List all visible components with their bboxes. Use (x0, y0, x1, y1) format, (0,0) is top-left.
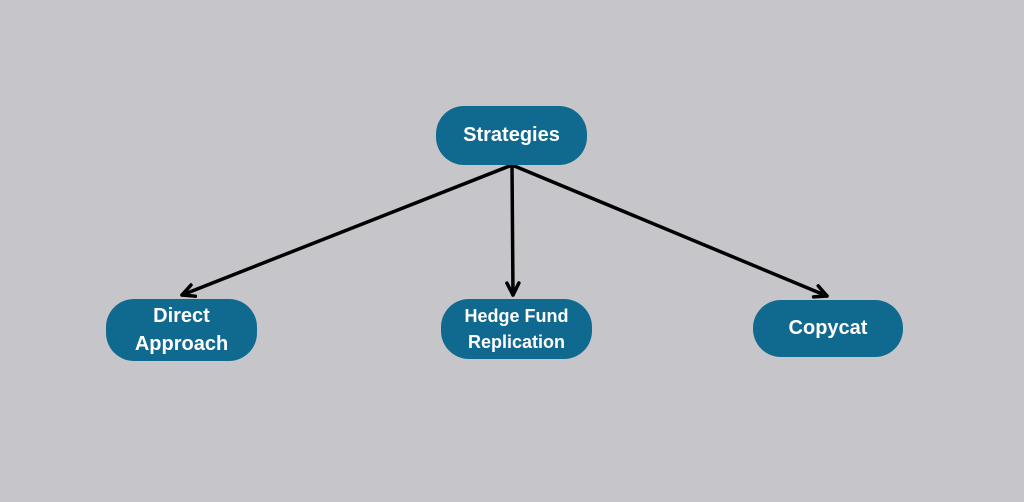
edge-strategies-to-copycat (510, 163, 829, 299)
edge-strategies-to-hedge-fund-replication (505, 163, 521, 297)
node-hedge-fund-replication: Hedge Fund Replication (441, 299, 592, 359)
node-hedge-fund-replication-label: Hedge Fund Replication (464, 306, 569, 352)
node-direct-approach-label: Direct Approach (134, 305, 229, 355)
node-strategies: Strategies (436, 106, 587, 165)
node-copycat: Copycat (753, 300, 903, 357)
node-copycat-label: Copycat (788, 317, 868, 339)
edge-strategies-to-direct-approach (180, 163, 514, 298)
node-direct-approach: Direct Approach (106, 299, 257, 361)
node-strategies-label: Strategies (463, 124, 560, 146)
